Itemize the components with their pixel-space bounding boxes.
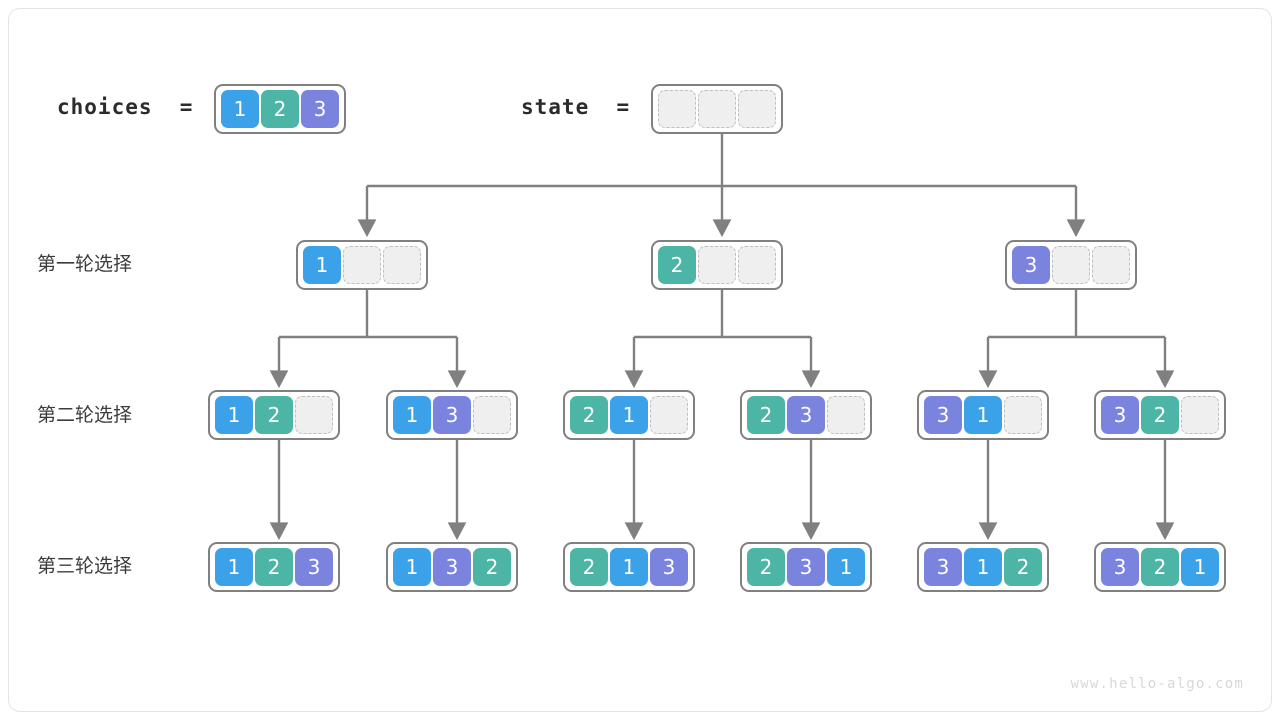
page-frame	[8, 8, 1272, 712]
state-cell-1-empty	[658, 90, 696, 128]
round3-node-5-cell-1: 3	[924, 548, 962, 586]
round3-node-3-cell-2: 1	[610, 548, 648, 586]
round1-node-2-cell-2-empty	[698, 246, 736, 284]
round1-node-3-cell-1: 3	[1012, 246, 1050, 284]
round2-node-6-cell-3-empty	[1181, 396, 1219, 434]
round3-node-4-cell-3: 1	[827, 548, 865, 586]
watermark: www.hello-algo.com	[1070, 676, 1244, 692]
round3-node-2-cell-3: 2	[473, 548, 511, 586]
round3-node-2-cell-2: 3	[433, 548, 471, 586]
state-cell-2-empty	[698, 90, 736, 128]
round3-node-1-cell-3: 3	[295, 548, 333, 586]
state-cell-3-empty	[738, 90, 776, 128]
row-label-round-3: 第三轮选择	[37, 555, 133, 577]
round3-node-4-cell-1: 2	[747, 548, 785, 586]
round1-node-3: 3	[1005, 240, 1137, 290]
row-label-round-1: 第一轮选择	[37, 253, 133, 275]
round1-node-3-cell-2-empty	[1052, 246, 1090, 284]
choices-label: choices =	[57, 95, 194, 119]
round1-node-2-cell-1: 2	[658, 246, 696, 284]
round3-node-3-cell-3: 3	[650, 548, 688, 586]
round1-node-1-cell-2-empty	[343, 246, 381, 284]
round2-node-4-cell-1: 2	[747, 396, 785, 434]
round2-node-1-cell-3-empty	[295, 396, 333, 434]
choices-cell-3: 3	[301, 90, 339, 128]
round3-node-5-cell-3: 2	[1004, 548, 1042, 586]
round2-node-3-cell-2: 1	[610, 396, 648, 434]
state-label: state =	[521, 95, 631, 119]
round1-node-1-cell-1: 1	[303, 246, 341, 284]
round1-node-2: 2	[651, 240, 783, 290]
round3-node-5-cell-2: 1	[964, 548, 1002, 586]
choices-cell-2: 2	[261, 90, 299, 128]
round3-node-2-cell-1: 1	[393, 548, 431, 586]
round1-node-3-cell-3-empty	[1092, 246, 1130, 284]
round2-node-4-cell-3-empty	[827, 396, 865, 434]
round2-node-6-cell-2: 2	[1141, 396, 1179, 434]
round2-node-3-cell-1: 2	[570, 396, 608, 434]
round2-node-6-cell-1: 3	[1101, 396, 1139, 434]
choices-cell-1: 1	[221, 90, 259, 128]
round2-node-3-cell-3-empty	[650, 396, 688, 434]
round2-node-2-cell-1: 1	[393, 396, 431, 434]
round2-node-2-cell-2: 3	[433, 396, 471, 434]
round3-node-6-cell-2: 2	[1141, 548, 1179, 586]
round2-node-1-cell-2: 2	[255, 396, 293, 434]
round3-node-4-cell-2: 3	[787, 548, 825, 586]
round1-node-2-cell-3-empty	[738, 246, 776, 284]
round3-node-3-cell-1: 2	[570, 548, 608, 586]
round2-node-5-cell-1: 3	[924, 396, 962, 434]
round2-node-5-cell-2: 1	[964, 396, 1002, 434]
round1-node-1-cell-3-empty	[383, 246, 421, 284]
round1-node-1: 1	[296, 240, 428, 290]
round2-node-4-cell-2: 3	[787, 396, 825, 434]
row-label-round-2: 第二轮选择	[37, 404, 133, 426]
state-array	[651, 84, 783, 134]
round3-node-6-cell-1: 3	[1101, 548, 1139, 586]
round2-node-1-cell-1: 1	[215, 396, 253, 434]
round2-node-2-cell-3-empty	[473, 396, 511, 434]
round2-node-5-cell-3-empty	[1004, 396, 1042, 434]
round3-node-1-cell-2: 2	[255, 548, 293, 586]
round3-node-6-cell-3: 1	[1181, 548, 1219, 586]
round3-node-1-cell-1: 1	[215, 548, 253, 586]
